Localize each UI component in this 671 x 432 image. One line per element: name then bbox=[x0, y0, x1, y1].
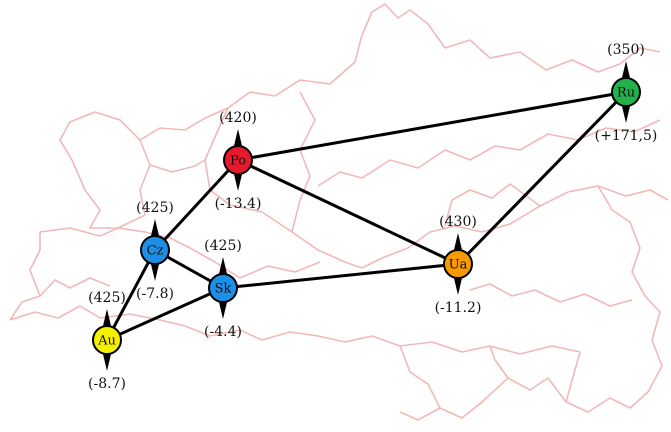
node-bottom-value: (+171,5) bbox=[595, 128, 658, 144]
map-border-east bbox=[507, 185, 663, 413]
edge-au-sk bbox=[106, 286, 224, 342]
edge-po-ru bbox=[237, 90, 627, 162]
node-top-value: (425) bbox=[136, 200, 174, 216]
up-arrow-icon bbox=[453, 233, 463, 254]
node-top-value: (420) bbox=[219, 110, 257, 126]
map-border-poland bbox=[59, 111, 151, 229]
down-arrow-icon bbox=[621, 102, 631, 123]
map-border-south bbox=[9, 305, 581, 355]
down-arrow-icon bbox=[233, 170, 243, 191]
map-border-ukraine-north bbox=[317, 119, 661, 187]
node-code-label: Ua bbox=[449, 258, 468, 273]
node-bottom-value: (-4.4) bbox=[204, 324, 242, 340]
node-circle bbox=[140, 235, 170, 265]
node-ua: Ua (430) (-11.2) bbox=[435, 214, 482, 316]
node-circle bbox=[92, 325, 122, 355]
node-top-value: (425) bbox=[204, 238, 242, 254]
map-border-outer-north bbox=[227, 3, 661, 109]
node-circle bbox=[443, 249, 473, 279]
node-circle bbox=[223, 145, 253, 175]
edge-sk-ua bbox=[222, 262, 459, 290]
node-bottom-value: (-7.8) bbox=[136, 286, 174, 302]
node-bottom-value: (-11.2) bbox=[435, 300, 482, 316]
up-arrow-icon bbox=[233, 129, 243, 150]
map-border-south-west bbox=[9, 232, 111, 321]
down-arrow-icon bbox=[218, 298, 228, 319]
background-map bbox=[9, 3, 669, 421]
down-arrow-icon bbox=[150, 260, 160, 281]
up-arrow-icon bbox=[218, 257, 228, 278]
node-bottom-value: (-13.4) bbox=[215, 196, 262, 212]
up-arrow-icon bbox=[150, 219, 160, 240]
edge-po-cz bbox=[153, 158, 240, 252]
country-nodes: Po (420) (-13.4) Cz (425) (-7.8) Sk (425) (-4.4)… bbox=[88, 42, 657, 392]
node-code-label: Sk bbox=[215, 282, 232, 297]
node-top-value: (350) bbox=[607, 42, 645, 58]
node-ru: Ru (350) (+171,5) bbox=[595, 42, 658, 144]
node-bottom-value: (-8.7) bbox=[88, 376, 126, 392]
node-circle bbox=[611, 77, 641, 107]
map-border-west-loop bbox=[139, 107, 229, 173]
edge-ua-ru bbox=[456, 90, 628, 266]
node-code-label: Ru bbox=[617, 86, 635, 101]
up-arrow-icon bbox=[102, 309, 112, 330]
map-border-cz bbox=[39, 227, 321, 279]
edge-cz-au bbox=[105, 249, 157, 341]
node-sk: Sk (425) (-4.4) bbox=[204, 238, 242, 340]
map-border-ukraine bbox=[361, 185, 669, 269]
down-arrow-icon bbox=[453, 274, 463, 295]
node-code-label: Cz bbox=[147, 244, 164, 259]
down-arrow-icon bbox=[102, 350, 112, 371]
node-code-label: Au bbox=[97, 334, 116, 349]
node-top-value: (430) bbox=[439, 214, 477, 230]
node-au: Au (425) (-8.7) bbox=[88, 290, 126, 392]
up-arrow-icon bbox=[621, 61, 631, 82]
node-po: Po (420) (-13.4) bbox=[215, 110, 262, 212]
node-top-value: (425) bbox=[88, 290, 126, 306]
node-circle bbox=[208, 273, 238, 303]
node-code-label: Po bbox=[230, 154, 246, 169]
map-border-inner bbox=[444, 183, 633, 307]
map-border-poland-east bbox=[204, 91, 363, 269]
node-cz: Cz (425) (-7.8) bbox=[136, 200, 174, 302]
map-border-southeast bbox=[399, 345, 509, 421]
edge-po-ua bbox=[237, 158, 459, 266]
